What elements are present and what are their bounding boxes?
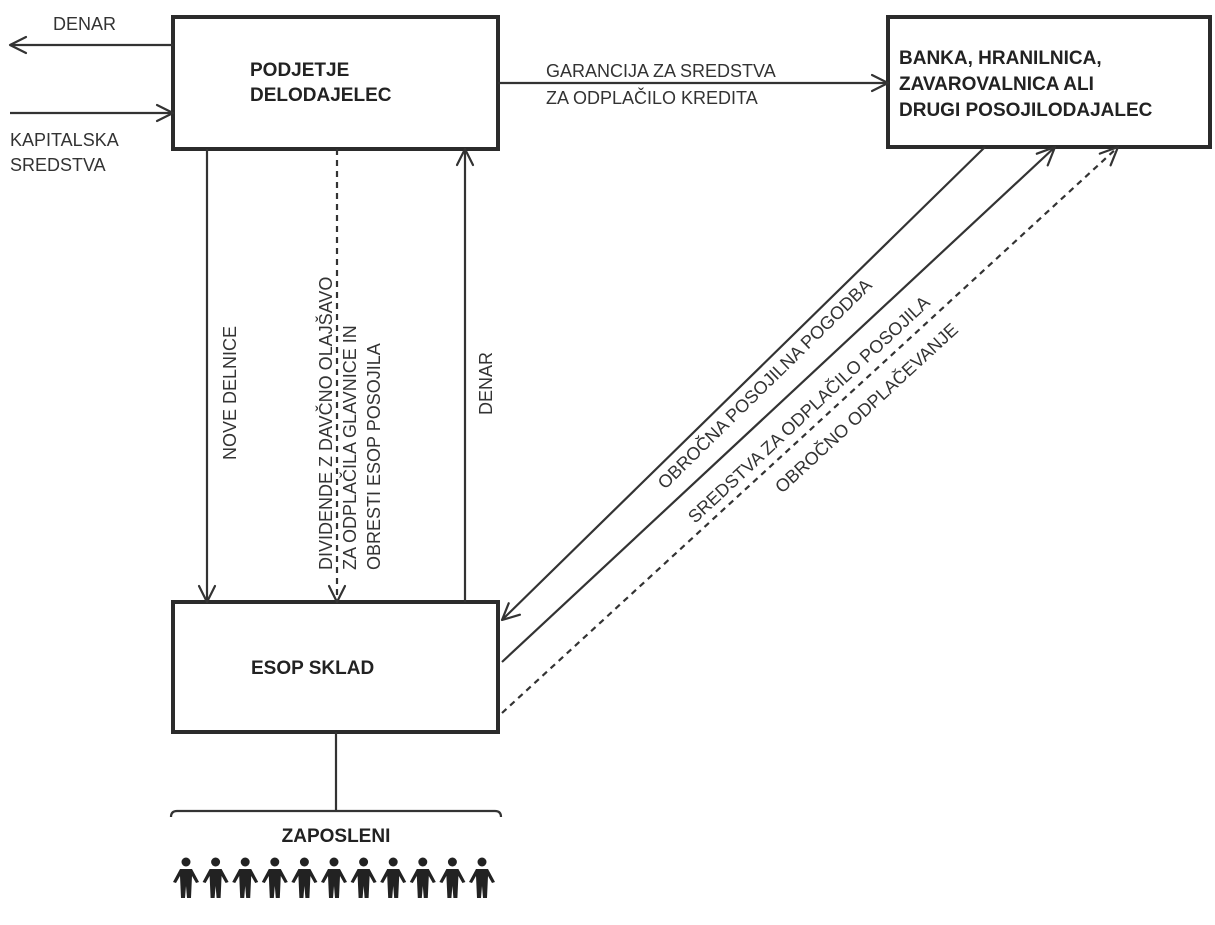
capital-in-label-line2: SREDSTVA xyxy=(10,155,106,175)
money-out-arrow xyxy=(8,35,173,55)
guarantee-label-line2: ZA ODPLAČILO KREDITA xyxy=(546,87,758,108)
repayment-funds-arrow xyxy=(501,145,1057,663)
employee-figure xyxy=(261,857,288,898)
bank-label-line1: BANKA, HRANILNICA, xyxy=(899,48,1102,69)
loan-agreement-arrow xyxy=(500,146,986,622)
employee-figure xyxy=(409,857,436,898)
company-label-line2: DELODAJELEC xyxy=(250,85,392,106)
company-label-line1: PODJETJE xyxy=(250,60,349,81)
dividends-label-line1: DIVIDENDE Z DAVČNO OLAJŠAVO xyxy=(315,277,336,570)
employee-figure xyxy=(469,857,495,898)
new-shares-label: NOVE DELNICE xyxy=(220,326,240,460)
employee-figure xyxy=(291,857,318,898)
employee-figure xyxy=(380,857,407,898)
capital-in-label-line1: KAPITALSKA xyxy=(10,130,119,150)
dividends-arrow xyxy=(327,149,347,604)
bank-label-line2: ZAVAROVALNICA ALI xyxy=(899,74,1094,95)
employee-figure xyxy=(321,857,347,898)
employees-label: ZAPOSLENI xyxy=(282,826,391,847)
installment-repayment-arrow xyxy=(501,145,1120,714)
employees-brace xyxy=(169,809,503,818)
new-shares-arrow xyxy=(197,149,217,604)
dividends-label-line3: OBRESTI ESOP POSOJILA xyxy=(364,343,384,570)
guarantee-arrow xyxy=(498,73,890,93)
employee-figures xyxy=(173,857,495,898)
capital-in-arrow xyxy=(10,103,175,123)
employee-figure xyxy=(202,857,229,898)
money-up-label: DENAR xyxy=(476,352,496,415)
bank-box: BANKA, HRANILNICA, ZAVAROVALNICA ALI DRU… xyxy=(886,15,1212,149)
money-up-arrow xyxy=(455,147,475,602)
esop-label: ESOP SKLAD xyxy=(251,658,374,679)
employee-figure xyxy=(232,857,259,898)
esop-box: ESOP SKLAD xyxy=(171,600,500,734)
employee-figure xyxy=(350,857,377,898)
guarantee-label-line1: GARANCIJA ZA SREDSTVA xyxy=(546,61,776,81)
money-out-label: DENAR xyxy=(53,14,116,34)
bank-label-line3: DRUGI POSOJILODAJALEC xyxy=(899,100,1153,121)
dividends-label-line2: ZA ODPLAČILA GLAVNICE IN xyxy=(339,325,360,570)
employee-figure xyxy=(439,857,466,898)
employee-figure xyxy=(173,857,199,898)
company-box: PODJETJE DELODAJELEC xyxy=(171,15,500,151)
